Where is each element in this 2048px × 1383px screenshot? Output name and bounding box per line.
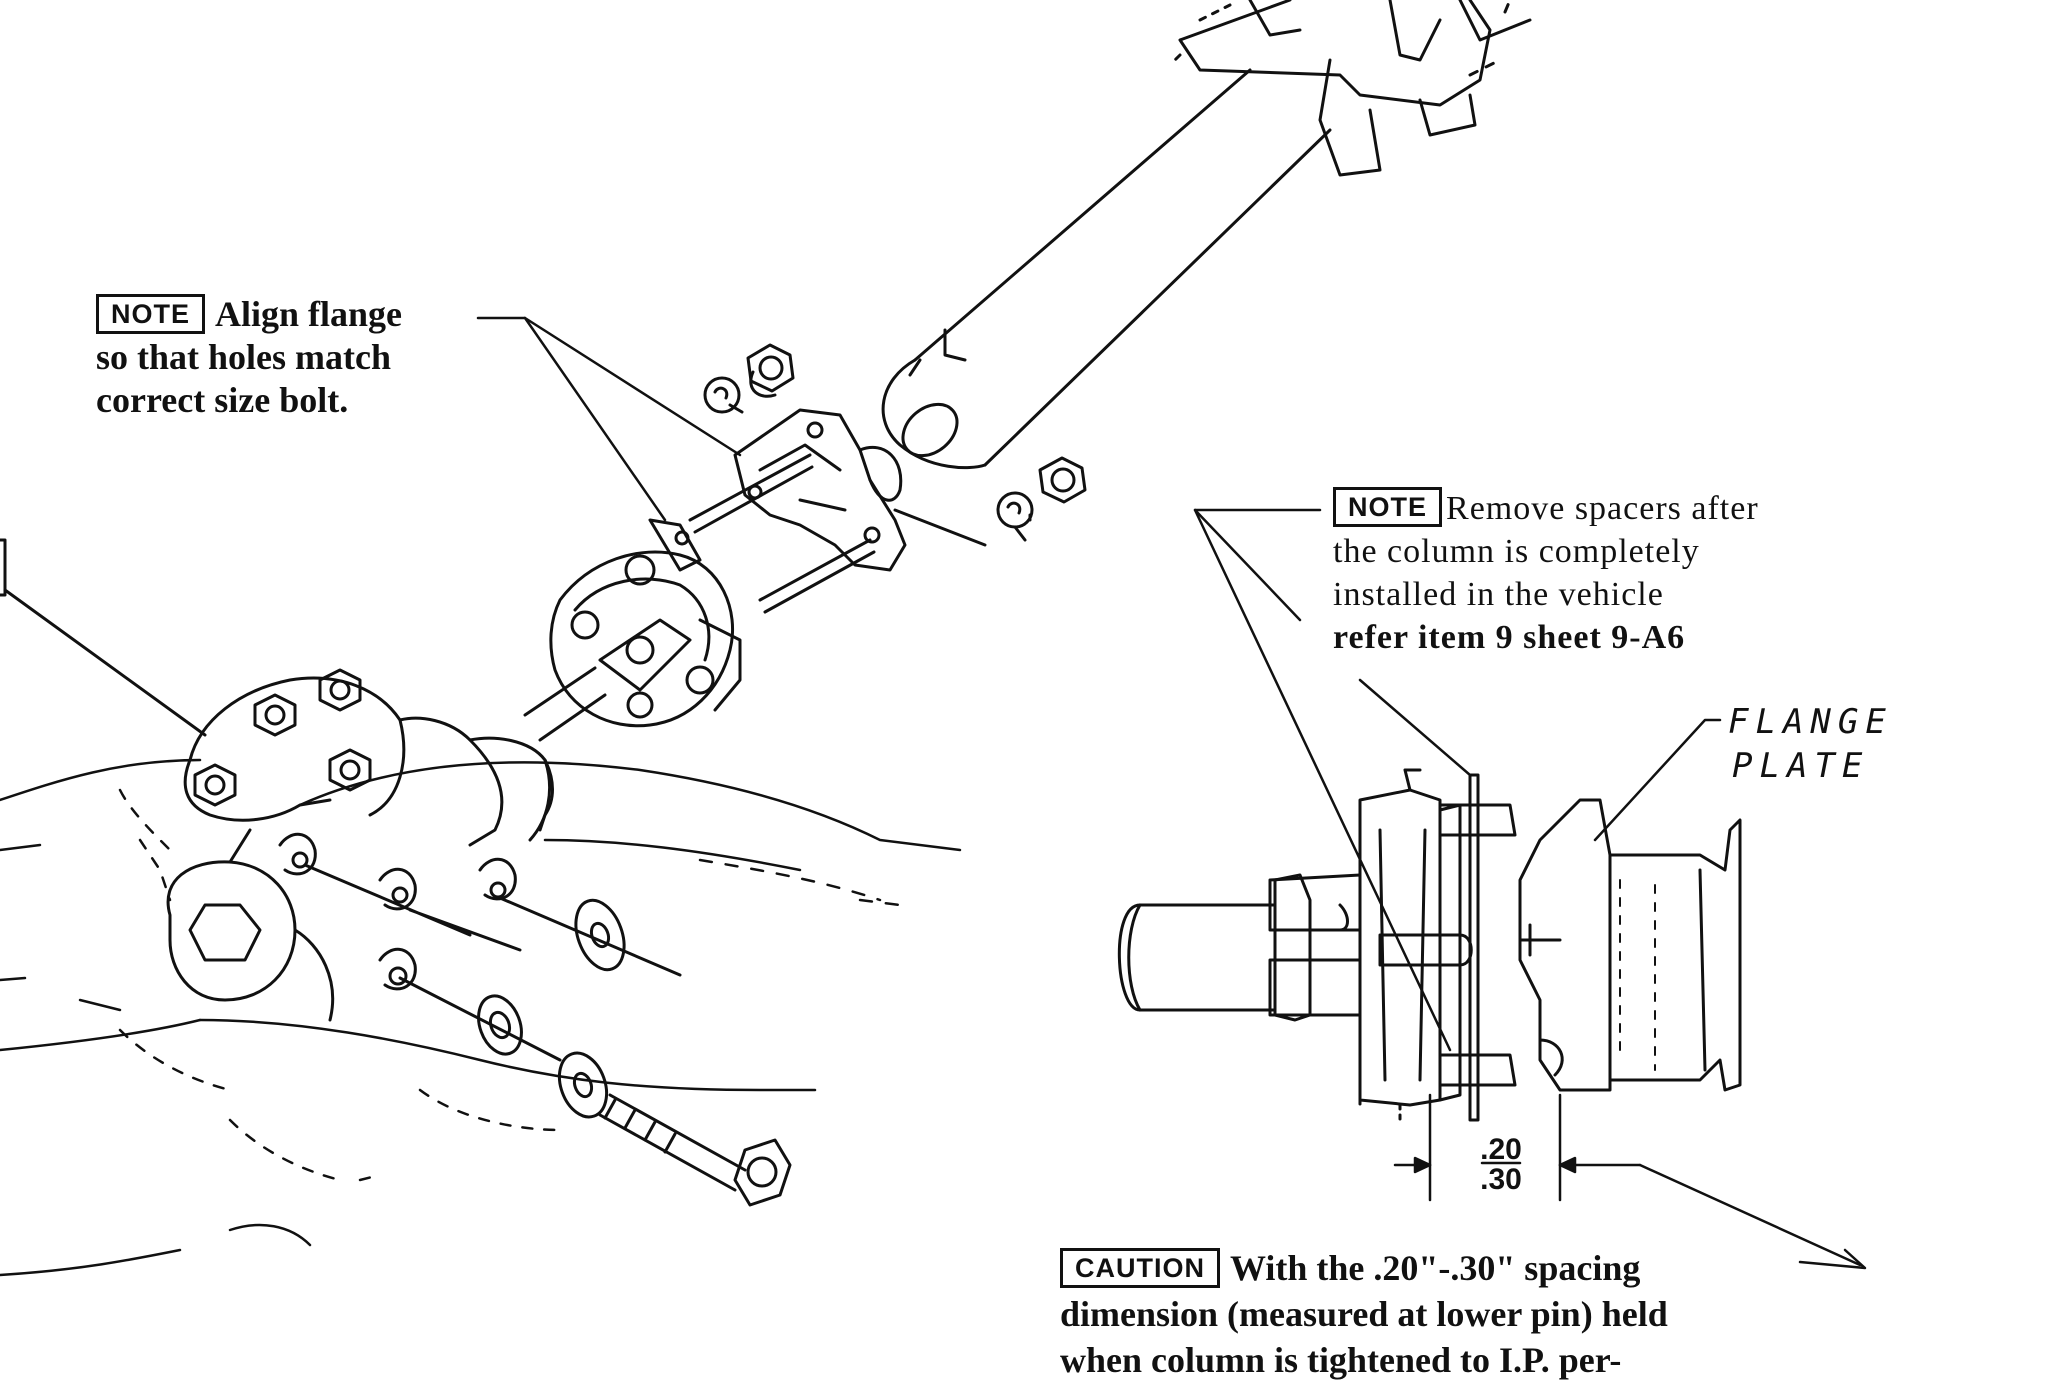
lock-washer-right xyxy=(893,491,1034,547)
note2-line1: Remove spacers after xyxy=(1446,490,1759,527)
cover-bolt xyxy=(328,748,372,792)
intermediate-shaft xyxy=(523,666,607,742)
caution-line1: With the .20"-.30" spacing xyxy=(1230,1248,1641,1288)
cover-bolt xyxy=(318,668,362,712)
mounting-washer xyxy=(574,898,626,972)
note2-line3: installed in the vehicle xyxy=(1333,576,1664,613)
upper-column-bracket xyxy=(1173,0,1532,177)
steering-column-tube xyxy=(881,68,1332,470)
dimension-top: .20 xyxy=(1480,1133,1522,1166)
left-edge-callout xyxy=(0,538,207,737)
cover-bolt xyxy=(253,693,297,737)
note1-line1: Align flange xyxy=(215,294,403,334)
caution-line2: dimension (measured at lower pin) held xyxy=(1060,1294,1668,1334)
vehicle-frame xyxy=(0,758,962,1277)
upper-flange xyxy=(733,408,907,572)
mounting-washer xyxy=(477,994,523,1056)
note1-line2: so that holes match xyxy=(96,337,391,377)
flange-plate-line2: PLATE xyxy=(1732,746,1870,786)
nut-right xyxy=(1038,456,1087,504)
flange-bolts xyxy=(688,453,876,614)
hex-bolt xyxy=(598,1093,792,1207)
note-tag: NOTE xyxy=(1333,487,1443,527)
note1-line3: correct size bolt. xyxy=(96,380,349,420)
note2-leaders xyxy=(1193,508,1472,1052)
note2-line4: refer item 9 sheet 9-A6 xyxy=(1333,619,1686,656)
caution-line3: when column is tightened to I.P. per- xyxy=(1060,1340,1622,1380)
flexible-coupling xyxy=(549,518,742,728)
cover-bolt xyxy=(193,763,237,807)
steering-gear-box xyxy=(166,668,554,1022)
detail-view-flange xyxy=(1117,768,1742,1122)
dimension-bottom: .30 xyxy=(1480,1163,1522,1196)
note1-leaders xyxy=(476,316,742,522)
flange-plate-label: FLANGE PLATE xyxy=(1728,700,1893,788)
nut-upper-left xyxy=(746,343,795,398)
lock-washer-upper-left xyxy=(703,376,744,414)
flange-plate-leader xyxy=(1593,718,1722,842)
caution-tag: CAUTION xyxy=(1060,1248,1220,1288)
mounting-washer xyxy=(557,1051,609,1119)
flange-plate-line1: FLANGE xyxy=(1728,702,1893,742)
note2-line2: the column is completely xyxy=(1333,533,1700,570)
spacing-dimension xyxy=(1393,1093,1867,1270)
note-tag: NOTE xyxy=(96,294,206,334)
spacing-dimension-label: .20 .30 xyxy=(1480,1135,1522,1195)
